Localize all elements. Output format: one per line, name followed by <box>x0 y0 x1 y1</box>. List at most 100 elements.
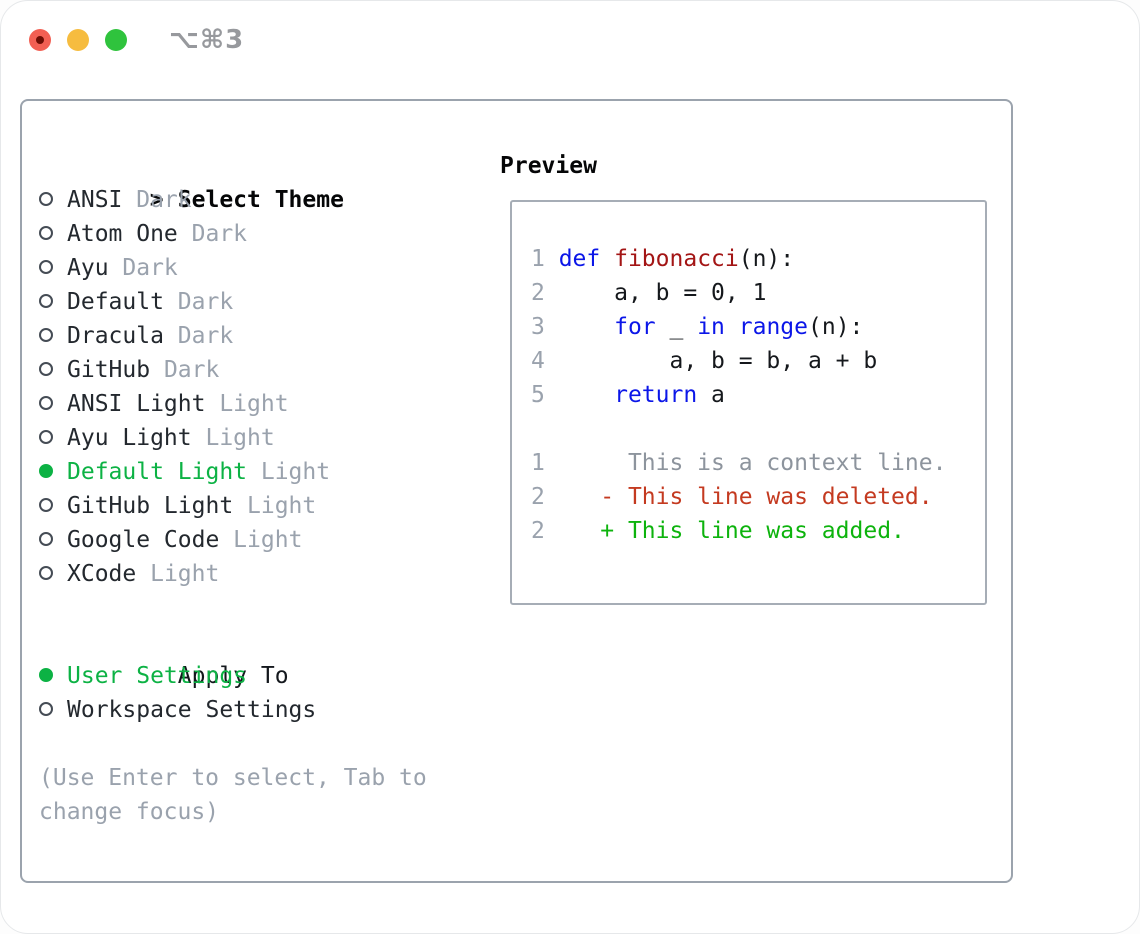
spacer <box>39 591 484 625</box>
theme-option-ayu-light[interactable]: Ayu Light Light <box>39 421 484 455</box>
theme-variant: Light <box>219 527 303 553</box>
theme-variant: Light <box>247 459 331 485</box>
theme-variant: Dark <box>150 357 220 383</box>
theme-variant: Dark <box>163 289 234 315</box>
radio-unselected-icon <box>39 531 53 546</box>
close-dot-icon <box>36 36 44 44</box>
theme-option-atom-one[interactable]: Atom One Dark <box>39 217 484 251</box>
theme-variant: Dark <box>177 221 248 247</box>
radio-unselected-icon <box>39 429 53 444</box>
theme-name: Atom One <box>67 221 178 247</box>
preview-heading: Preview <box>500 153 597 179</box>
code-token: a, b = b, a + b <box>558 348 878 374</box>
theme-option-default-light[interactable]: Default Light Light <box>39 455 484 489</box>
theme-option-google-code[interactable]: Google Code Light <box>39 523 484 557</box>
theme-name: XCode <box>67 561 137 587</box>
radio-indicator <box>39 217 67 251</box>
radio-indicator <box>39 523 67 557</box>
radio-indicator <box>39 251 67 285</box>
line-number: 2 <box>531 484 545 510</box>
radio-indicator <box>39 183 67 217</box>
apply-option-workspace-settings[interactable]: Workspace Settings <box>39 693 484 727</box>
radio-indicator <box>39 387 67 421</box>
code-token <box>559 314 614 340</box>
theme-name: ANSI Light <box>67 391 206 417</box>
diff-line: 1 This is a context line. <box>531 446 985 480</box>
radio-indicator <box>39 285 67 319</box>
radio-unselected-icon <box>39 701 53 716</box>
theme-name: Google Code <box>67 527 220 553</box>
code-line: 2 a, b = 0, 1 <box>531 276 985 310</box>
traffic-light-minimize-button[interactable] <box>67 29 89 51</box>
radio-selected-icon <box>39 667 53 682</box>
theme-option-default[interactable]: Default Dark <box>39 285 484 319</box>
traffic-light-zoom-button[interactable] <box>105 29 127 51</box>
code-token: range <box>738 314 808 340</box>
theme-option-github[interactable]: GitHub Dark <box>39 353 484 387</box>
radio-unselected-icon <box>39 327 53 342</box>
theme-variant: Dark <box>108 255 178 281</box>
theme-variant: Light <box>136 561 220 587</box>
apply-option-label: User Settings <box>67 663 248 689</box>
code-token: def <box>558 246 601 272</box>
theme-variant: Light <box>233 493 317 519</box>
code-token: - This line was deleted. <box>544 484 933 510</box>
radio-unselected-icon <box>39 259 53 274</box>
code-line: 1 def fibonacci(n): <box>531 242 985 276</box>
theme-name: ANSI <box>67 187 123 213</box>
line-number: 2 <box>531 518 545 544</box>
traffic-light-close-button[interactable] <box>29 29 51 51</box>
code-token: fibonacci <box>614 246 739 272</box>
code-token: This is a context line. <box>544 450 947 476</box>
code-token: a <box>697 382 725 408</box>
spacer <box>39 727 484 761</box>
theme-variant: Light <box>205 391 289 417</box>
code-token: a, b = 0, 1 <box>558 280 767 306</box>
theme-option-github-light[interactable]: GitHub Light Light <box>39 489 484 523</box>
theme-option-ansi-light[interactable]: ANSI Light Light <box>39 387 484 421</box>
code-token: return <box>614 382 698 408</box>
theme-variant: Dark <box>163 323 234 349</box>
preview-section: Preview 1 def fibonacci(n):2 a, b = 0, 1… <box>484 101 1011 881</box>
line-number: 2 <box>531 280 559 306</box>
theme-option-xcode[interactable]: XCode Light <box>39 557 484 591</box>
titlebar: ⌥⌘3 <box>29 25 244 55</box>
diff-line: 2 - This line was deleted. <box>531 480 985 514</box>
focus-cursor-icon: > <box>149 187 164 213</box>
diff-preview: 1 This is a context line.2 - This line w… <box>531 446 985 548</box>
line-number: 1 <box>531 450 545 476</box>
code-line: 3 for _ in range(n): <box>531 310 985 344</box>
radio-unselected-icon <box>39 497 53 512</box>
radio-indicator <box>39 693 67 727</box>
radio-unselected-icon <box>39 191 53 206</box>
help-text-line: change focus) <box>39 799 220 825</box>
radio-unselected-icon <box>39 395 53 410</box>
apply-option-user-settings[interactable]: User Settings <box>39 659 484 693</box>
theme-name: GitHub <box>67 357 151 383</box>
theme-name: Default <box>67 289 164 315</box>
theme-option-ansi[interactable]: ANSI Dark <box>39 183 484 217</box>
radio-indicator <box>39 557 67 591</box>
select-theme-header: >Select Theme <box>39 149 484 213</box>
apply-to-heading: Apply To <box>177 663 289 689</box>
line-number: 3 <box>531 314 559 340</box>
theme-option-ayu[interactable]: Ayu Dark <box>39 251 484 285</box>
radio-indicator <box>39 319 67 353</box>
radio-unselected-icon <box>39 293 53 308</box>
theme-name: Dracula <box>67 323 164 349</box>
theme-variant: Dark <box>122 187 192 213</box>
diff-line: 2 + This line was added. <box>531 514 985 548</box>
theme-name: Default Light <box>67 459 248 485</box>
code-token <box>600 246 614 272</box>
code-token: + This line was added. <box>544 518 905 544</box>
theme-name: Ayu <box>67 255 109 281</box>
line-number: 5 <box>531 382 559 408</box>
theme-option-dracula[interactable]: Dracula Dark <box>39 319 484 353</box>
code-token: (n): <box>808 314 864 340</box>
